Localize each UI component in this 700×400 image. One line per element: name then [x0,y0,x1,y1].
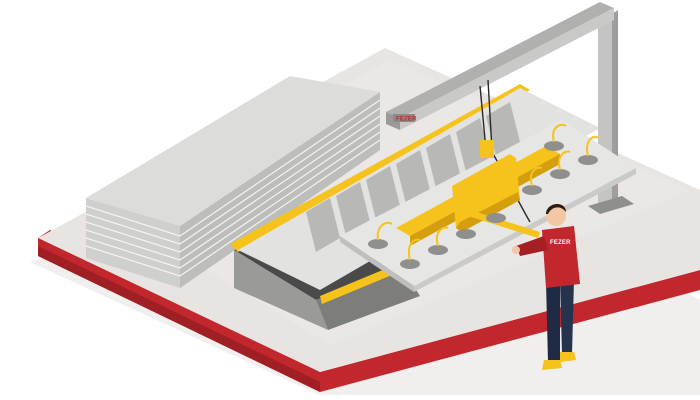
lifter-cross-beam [452,154,520,232]
suction-pad [522,185,542,195]
rack-left-wall [234,250,328,330]
operator-arm [516,236,548,256]
suction-pad [550,169,570,179]
suction-pad [456,229,476,239]
crane-brand-label: FEZER [396,117,417,123]
crane-brand-plate [393,114,415,122]
storage-rack [230,84,600,330]
operator-head [546,206,566,226]
lifter-cross-beam-shade [456,192,520,232]
suction-pads [368,141,598,269]
sheet-stack-front [180,92,380,288]
operator-shoe-right [560,352,576,362]
lifter-handle [468,210,540,238]
rack-front-wall [316,268,420,330]
pad-hoses [376,123,599,261]
suction-pad [428,245,448,255]
operator-torso [542,226,580,288]
lifted-sheet-edge [340,236,414,292]
shirt-brand-label: FEZER [550,240,571,246]
operator-hair [546,203,566,214]
operator-hand [512,246,520,254]
suction-pad [400,259,420,269]
sheet-stack-lines [85,99,381,277]
sheet-stack [85,76,381,288]
floor-edge-red-shade [38,246,320,392]
suction-pad [544,141,564,151]
crane-base [588,196,634,214]
vacuum-lifter-icon [368,79,599,269]
suction-pad [486,213,506,223]
suction-pad [368,239,388,249]
sheet-stack-top [86,76,380,226]
hook-block [480,140,494,158]
operator-leg-left [546,282,560,362]
rack-ribs [306,102,520,252]
crane-boom-front [400,8,614,130]
crane-boom-top [386,2,614,118]
sheet-stack-side [86,198,180,288]
rack-yellow-rail [320,262,404,304]
operator-figure-icon: FEZER [512,203,580,370]
operator-shoe-left [542,360,562,370]
gantry-crane-icon: FEZER [386,2,634,214]
operator-leg-right [560,280,574,354]
suction-pad [578,155,598,165]
